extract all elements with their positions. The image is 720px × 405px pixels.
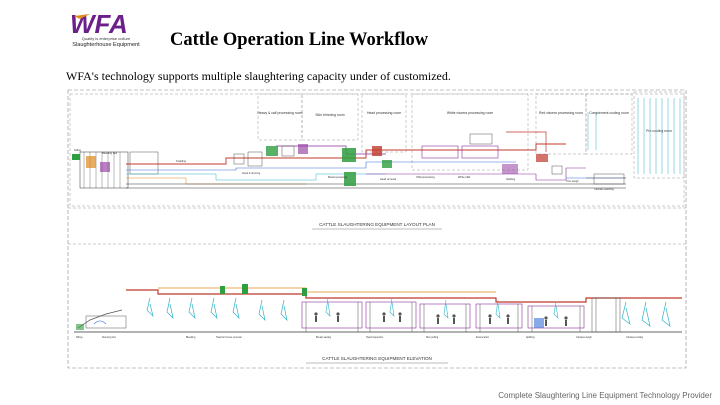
page-title: Cattle Operation Line Workflow xyxy=(170,30,429,50)
svg-text:Skin pulling: Skin pulling xyxy=(426,336,439,339)
layout-drawing-svg: Heavy & calf processing room Skin trimmi… xyxy=(67,89,687,369)
stunning-box xyxy=(85,315,127,329)
svg-text:Bleeding: Bleeding xyxy=(186,336,196,339)
plan-equipment xyxy=(233,133,563,186)
svg-text:WFA: WFA xyxy=(70,10,128,36)
room-label: White viscera processing room xyxy=(447,111,494,115)
svg-text:Killing: Killing xyxy=(76,336,83,339)
svg-text:Evisceration: Evisceration xyxy=(476,336,490,339)
overhead-rail-upper xyxy=(158,287,496,293)
layout-elevation: Killing Stunning box Bleeding Head & hoo… xyxy=(74,284,682,364)
equipment-box xyxy=(534,318,544,328)
svg-text:Splitting: Splitting xyxy=(506,177,516,181)
svg-text:Head inspection: Head inspection xyxy=(366,336,384,339)
elevation-title: CATTLE SLAUGHTERING EQUIPMENT ELEVATION xyxy=(322,356,432,361)
room-label: Complement cooling room xyxy=(589,111,629,115)
svg-text:Bleeding belt: Bleeding belt xyxy=(102,151,117,155)
svg-text:Killing: Killing xyxy=(74,148,81,152)
drawing-frame xyxy=(67,89,687,369)
svg-text:Carcass cooling: Carcass cooling xyxy=(626,336,644,339)
room-box xyxy=(633,91,685,179)
work-platforms xyxy=(301,301,585,329)
room-label: Skin trimming room xyxy=(315,113,344,117)
room-label: Head processing room xyxy=(367,111,401,115)
stunning-box-detail xyxy=(93,320,107,325)
svg-text:White offal: White offal xyxy=(458,175,471,179)
stunning-area xyxy=(72,151,159,189)
room-box xyxy=(585,93,633,155)
logo-tagline: Quality is enterprise culture xyxy=(81,36,131,41)
footer-tagline: Complete Slaughtering Line Equipment Tec… xyxy=(498,391,712,400)
room-box xyxy=(361,93,407,153)
svg-text:Breast sawing: Breast sawing xyxy=(316,336,332,339)
room-box xyxy=(257,93,303,141)
workflow-drawing: Heavy & calf processing room Skin trimmi… xyxy=(66,88,688,370)
svg-text:Stunning box: Stunning box xyxy=(102,336,117,339)
overhead-rail xyxy=(126,289,682,303)
svg-text:Carcass washing: Carcass washing xyxy=(594,187,614,191)
svg-text:Breast preparing: Breast preparing xyxy=(328,175,348,179)
wfa-logo-mark: WFA xyxy=(70,10,128,36)
svg-text:Offal processing: Offal processing xyxy=(416,175,435,179)
layout-plan: Heavy & calf processing room Skin trimmi… xyxy=(69,91,685,230)
carcass-sides xyxy=(325,297,559,319)
room-label: Heavy & calf processing room xyxy=(257,111,302,115)
room-box xyxy=(411,93,529,171)
svg-text:Trim weigh: Trim weigh xyxy=(566,179,579,183)
room-box xyxy=(535,93,587,155)
svg-text:Splitting: Splitting xyxy=(526,336,535,339)
bleeding-ramp xyxy=(77,309,123,329)
cooling-rails xyxy=(587,98,681,174)
svg-text:Carcass weigh: Carcass weigh xyxy=(576,336,592,339)
room-box xyxy=(301,93,359,141)
hanging-carcasses xyxy=(146,297,671,327)
page-subtitle: WFA's technology supports multiple slaug… xyxy=(66,69,451,83)
room-label: Pre-cooling room xyxy=(646,129,672,133)
svg-text:Hook & shoving: Hook & shoving xyxy=(242,171,261,175)
room-label: Red viscera processing room xyxy=(539,111,583,115)
stunning-box-detail xyxy=(76,324,84,330)
process-line xyxy=(126,131,626,189)
weigh-station xyxy=(591,297,621,333)
operators xyxy=(314,312,568,326)
svg-text:Head removal: Head removal xyxy=(380,177,397,181)
plan-step-labels: Killing Bleeding belt Scalding Hook & sh… xyxy=(74,148,614,191)
hoists xyxy=(220,284,307,296)
logo-subtitle: Slaughterhouse Equipment xyxy=(72,42,140,48)
platform-legs xyxy=(305,298,617,332)
plan-title: CATTLE SLAUGHTERING EQUIPMENT LAYOUT PLA… xyxy=(319,222,435,227)
elevation-step-labels: Killing Stunning box Bleeding Head & hoo… xyxy=(76,336,644,339)
svg-text:Head & hooves removal: Head & hooves removal xyxy=(216,336,242,339)
company-logo: WFA Quality is enterprise culture Slaugh… xyxy=(64,10,148,52)
svg-text:Scalding: Scalding xyxy=(176,159,187,163)
